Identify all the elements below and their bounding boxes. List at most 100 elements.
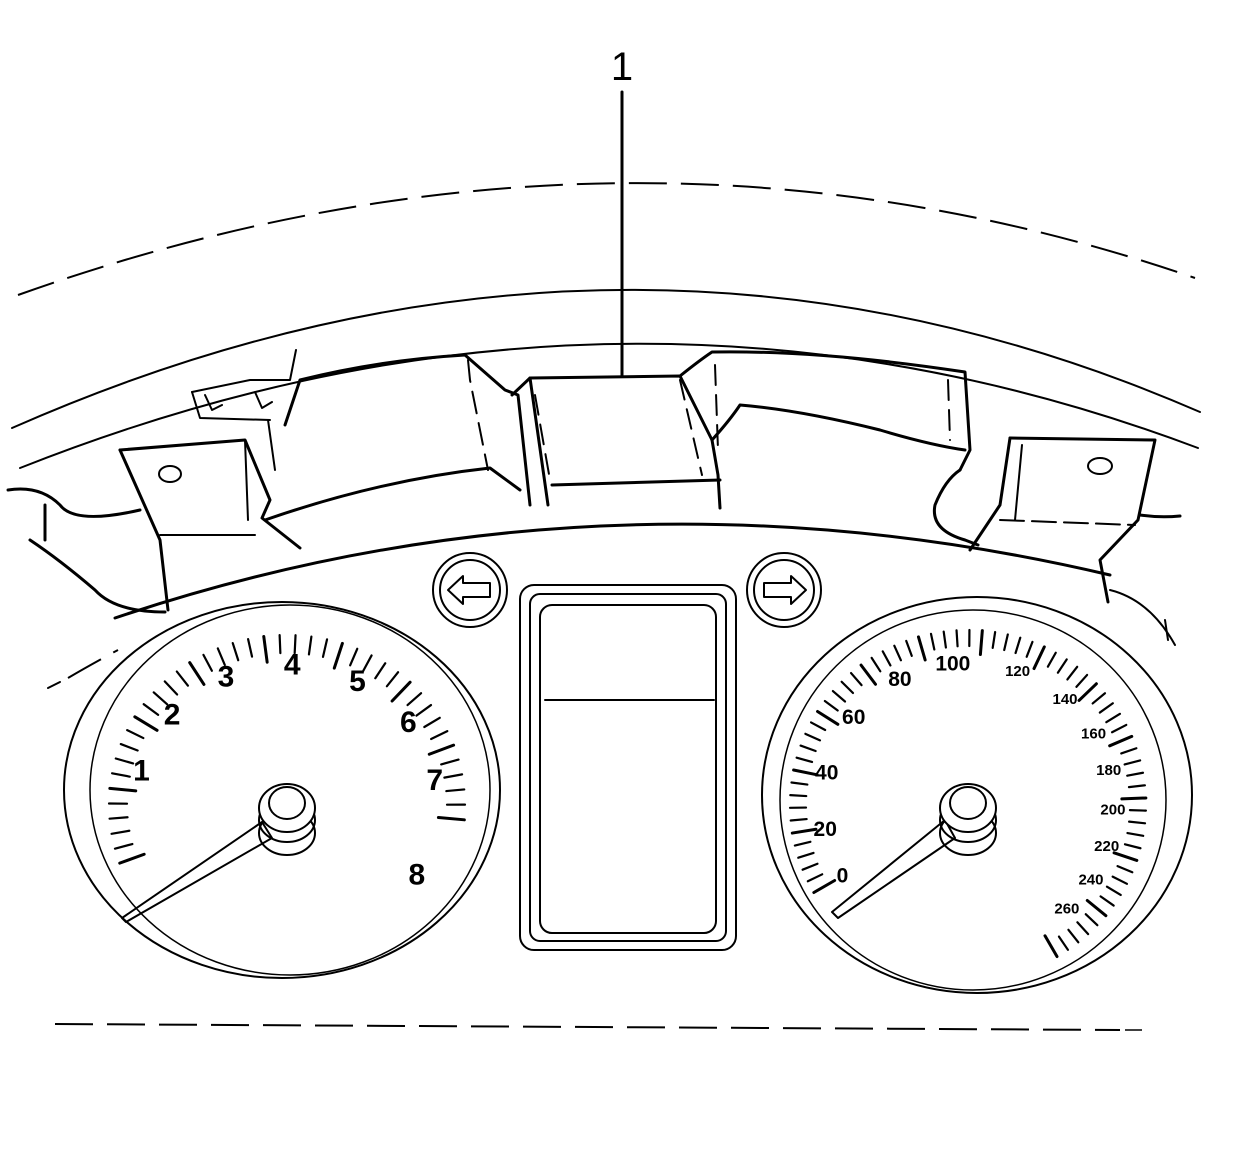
speedometer-tick bbox=[801, 862, 819, 871]
callout-label: 1 bbox=[611, 45, 633, 89]
tachometer-tick bbox=[202, 653, 213, 672]
speedometer-tick bbox=[1077, 682, 1098, 702]
gauge-label: 100 bbox=[935, 652, 970, 675]
speedometer-tick bbox=[823, 699, 839, 712]
speedometer-tick bbox=[1110, 723, 1128, 734]
left-bracket-hole bbox=[158, 465, 182, 483]
speedometer-tick bbox=[1066, 665, 1079, 681]
tachometer-tick bbox=[436, 816, 466, 822]
tachometer-tick bbox=[445, 788, 466, 793]
tachometer-tick bbox=[126, 729, 145, 740]
tachometer-tick bbox=[262, 634, 269, 664]
speedometer-tick bbox=[792, 768, 819, 777]
cluster-housing bbox=[47, 522, 1112, 689]
tachometer-outer-ring bbox=[63, 601, 501, 979]
bottom-dashed-line bbox=[54, 1023, 1121, 1031]
tachometer-tick bbox=[231, 641, 240, 662]
tachometer-tick bbox=[108, 816, 129, 820]
speedometer-tick bbox=[1126, 771, 1145, 777]
gauge-label: 180 bbox=[1096, 762, 1121, 779]
speedometer-tick bbox=[1116, 865, 1134, 874]
tachometer-tick bbox=[113, 842, 134, 850]
gauge-label: 3 bbox=[218, 661, 235, 694]
speedometer-tick bbox=[789, 794, 808, 798]
tachometer-needle bbox=[121, 821, 273, 923]
gauge-label: 80 bbox=[888, 668, 911, 691]
speedometer-tick bbox=[1108, 734, 1134, 748]
tachometer-tick bbox=[216, 647, 226, 667]
speedometer-tick bbox=[955, 629, 959, 648]
tachometer-tick bbox=[390, 680, 412, 703]
tachometer-tick bbox=[374, 662, 387, 680]
speedometer-tick bbox=[790, 827, 818, 835]
speedometer-tick bbox=[1120, 747, 1138, 755]
tachometer-tick bbox=[307, 635, 313, 656]
speedometer-tick bbox=[809, 721, 827, 732]
speedometer-tick bbox=[1127, 784, 1146, 789]
gauge-label: 0 bbox=[837, 865, 849, 888]
gauge-label: 40 bbox=[815, 762, 838, 785]
left-retainer-clip bbox=[191, 349, 297, 471]
speedometer-tick bbox=[893, 644, 903, 662]
outer-dashed-arc bbox=[17, 182, 1196, 296]
tachometer-tick bbox=[142, 703, 160, 716]
tachometer-tick bbox=[246, 638, 254, 658]
speedometer-tick bbox=[1003, 633, 1009, 652]
wiring-harness bbox=[6, 487, 1182, 646]
speedometer-tick bbox=[991, 630, 997, 649]
tachometer-ticks bbox=[107, 634, 467, 865]
tachometer-tick bbox=[175, 670, 190, 687]
gauge-label: 140 bbox=[1053, 691, 1078, 708]
tachometer-tick bbox=[119, 742, 139, 752]
speedometer-tick bbox=[1046, 651, 1057, 668]
tachometer-tick bbox=[188, 661, 206, 686]
gauge-label: 7 bbox=[426, 764, 443, 797]
tachometer-tick bbox=[443, 773, 464, 779]
tachometer-tick bbox=[427, 743, 456, 756]
gauge-label: 20 bbox=[814, 818, 837, 841]
tachometer-tick bbox=[440, 758, 460, 766]
tachometer-tick bbox=[163, 680, 179, 696]
speedometer-tick bbox=[1075, 673, 1089, 688]
right-harness-duct bbox=[678, 350, 980, 547]
tachometer-tick bbox=[133, 715, 159, 732]
gauge-label: 220 bbox=[1094, 838, 1119, 855]
tachometer-tick bbox=[152, 691, 169, 706]
left-arrow-icon bbox=[447, 575, 491, 605]
gauge-label: 200 bbox=[1100, 801, 1125, 818]
speedometer-tick bbox=[789, 817, 808, 822]
speedometer-tick bbox=[831, 689, 847, 703]
tachometer-tick bbox=[332, 641, 344, 670]
speedometer-tick bbox=[1085, 898, 1108, 918]
speedometer-tick bbox=[804, 732, 822, 742]
speedometer-tick bbox=[916, 635, 927, 662]
left-mounting-bracket bbox=[118, 438, 302, 612]
tachometer-tick bbox=[321, 638, 329, 658]
gauge-label: 160 bbox=[1081, 726, 1106, 743]
speedometer-tick bbox=[1099, 895, 1115, 907]
tachometer-tick bbox=[415, 703, 433, 717]
cluster-connector bbox=[510, 374, 722, 510]
speedometer-tick bbox=[1098, 702, 1114, 714]
tachometer-face bbox=[89, 604, 491, 976]
gauge-label: 240 bbox=[1078, 872, 1103, 889]
tachometer-tick bbox=[118, 852, 146, 865]
left-turn-indicator bbox=[432, 552, 508, 628]
display-bezel-outer bbox=[519, 584, 737, 951]
gauge-label: 1 bbox=[133, 755, 150, 788]
speedometer-tick bbox=[978, 629, 984, 656]
speedometer-tick bbox=[881, 650, 892, 667]
speedometer-needle bbox=[831, 819, 956, 919]
speedometer-tick bbox=[1128, 820, 1147, 825]
right-mounting-bracket bbox=[968, 436, 1157, 604]
speedometer-tick bbox=[840, 680, 855, 695]
speedometer-tick bbox=[1126, 831, 1145, 837]
speedometer-tick bbox=[1057, 935, 1070, 951]
left-harness-duct bbox=[263, 353, 532, 522]
center-display bbox=[519, 584, 737, 951]
tachometer-tick bbox=[406, 692, 423, 707]
speedometer-tick bbox=[1025, 640, 1034, 658]
